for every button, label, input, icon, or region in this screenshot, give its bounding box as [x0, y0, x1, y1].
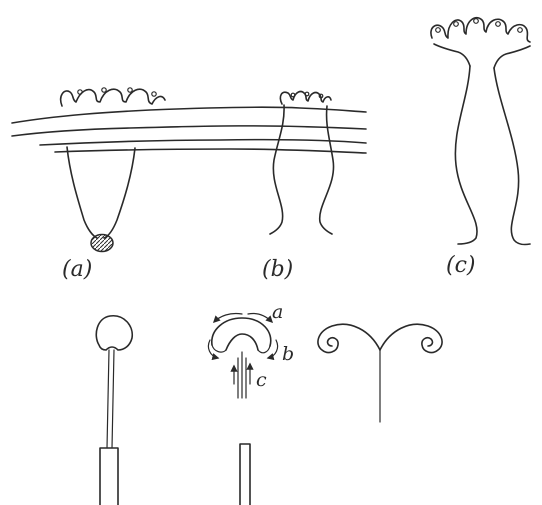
panel-a-drawing: [12, 88, 366, 252]
middle-cap-curl-left: [212, 345, 226, 352]
crown-c-underside-right: [494, 46, 530, 68]
base-tube-left: [100, 448, 118, 505]
bottom-right-drawing: [318, 324, 442, 422]
crown-c-underside: [434, 44, 470, 66]
panel-a-label: (a): [62, 257, 92, 282]
flow-label-a: a: [272, 301, 283, 323]
substrate-line-3: [40, 140, 366, 145]
vase-left: [270, 105, 284, 234]
flow-arrow-a-right: [248, 313, 272, 322]
bottom-middle-drawing: [208, 313, 277, 505]
middle-cap-inner: [226, 334, 258, 350]
curled-cap-left: [318, 324, 380, 352]
stem-c-left: [455, 66, 477, 244]
middle-cap-curl-right: [258, 346, 270, 353]
substrate-line-2: [12, 126, 366, 136]
flow-label-c: c: [256, 369, 267, 391]
vase-right: [320, 106, 334, 234]
flow-label-b: b: [282, 343, 294, 365]
round-cap: [96, 316, 132, 350]
panel-c-drawing: [431, 18, 530, 245]
stalk-right: [104, 148, 135, 238]
nucleus: [91, 235, 113, 252]
crown-c: [431, 18, 530, 42]
panel-b-label: (b): [262, 257, 293, 282]
stem-c-right: [494, 68, 530, 245]
stalk-left: [67, 147, 97, 238]
bottom-left-drawing: [96, 316, 132, 505]
base-tube-middle: [240, 444, 250, 505]
crown-lobes: [61, 89, 165, 106]
flow-arrow-b-left: [208, 340, 218, 358]
panel-c-label: (c): [446, 253, 476, 278]
curled-cap-right: [380, 324, 442, 352]
substrate-line-4: [55, 149, 366, 153]
substrate-line-1: [12, 107, 366, 123]
middle-cap-outer: [212, 318, 271, 346]
panel-b-drawing: [270, 92, 334, 234]
